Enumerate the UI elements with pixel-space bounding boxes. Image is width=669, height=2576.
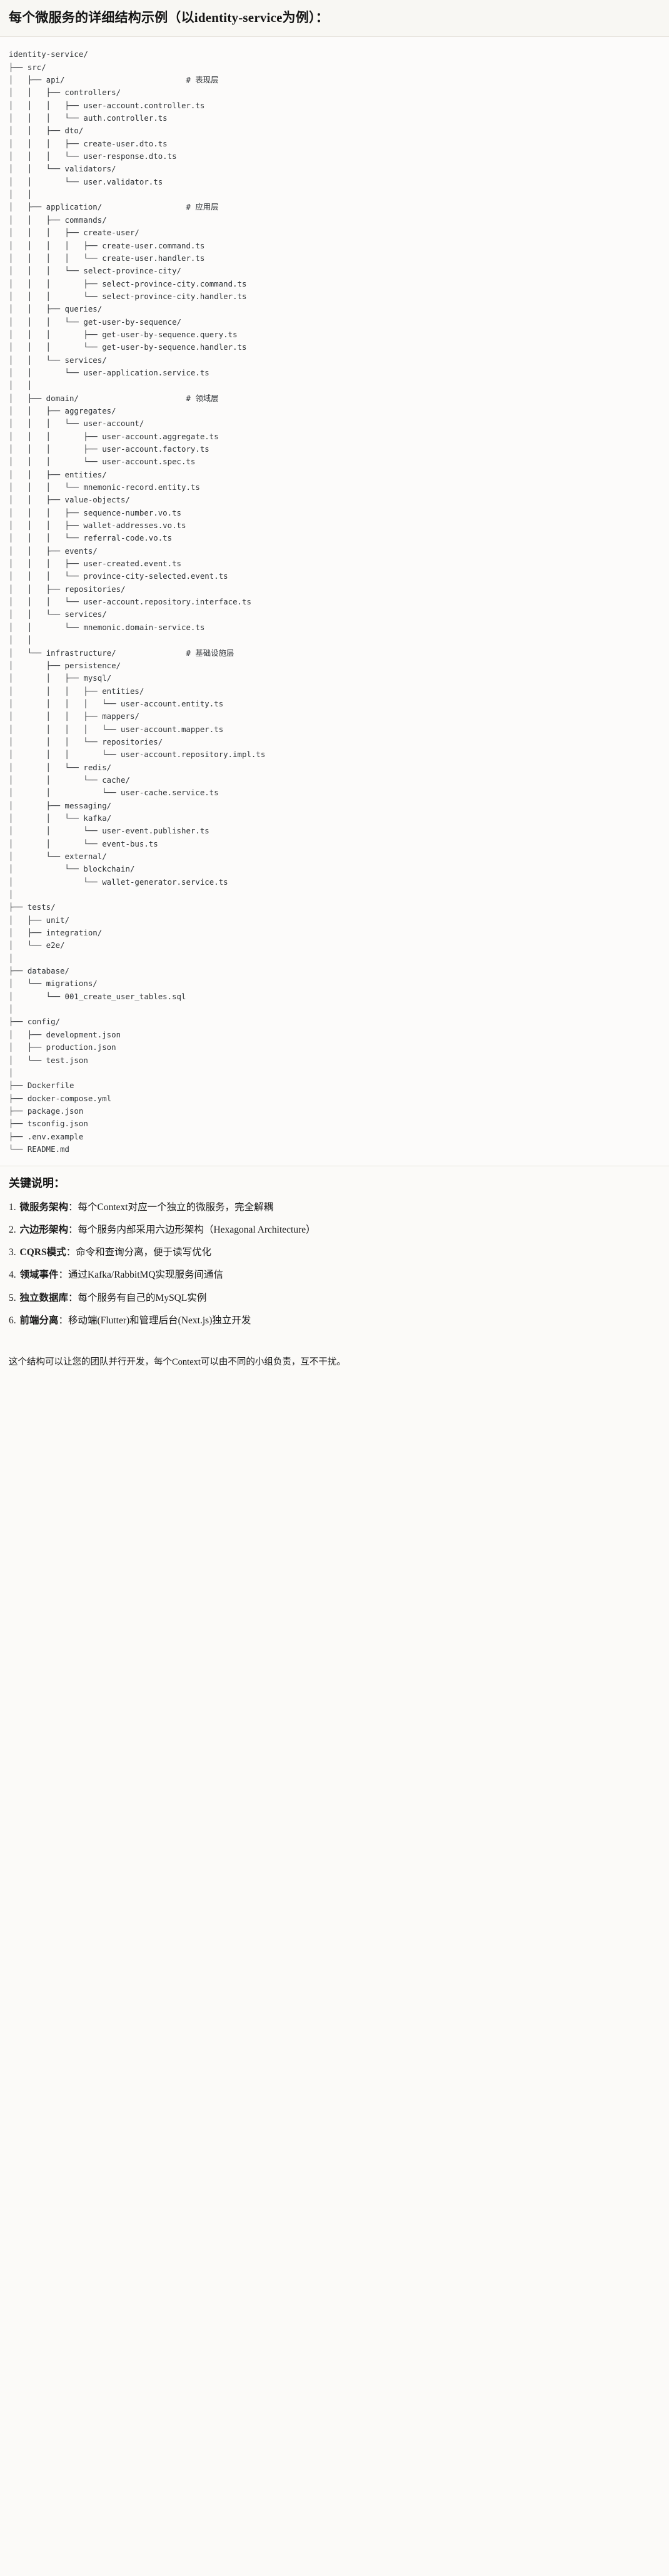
- note-term: 六边形架构: [19, 1224, 69, 1235]
- note-term: CQRS模式: [19, 1247, 66, 1258]
- document-header: 每个微服务的详细结构示例（以identity-service为例）：: [0, 0, 669, 38]
- note-number: 5.: [9, 1292, 16, 1303]
- note-description: 每个服务有自己的MySQL实例: [78, 1292, 207, 1303]
- note-description: 每个Context对应一个独立的微服务，完全解耦: [78, 1201, 274, 1213]
- note-number: 4.: [9, 1270, 16, 1281]
- key-notes-heading: 关键说明：: [9, 1177, 65, 1190]
- note-number: 2.: [9, 1224, 16, 1235]
- note-description: 通过Kafka/RabbitMQ实现服务间通信: [68, 1270, 224, 1281]
- list-item: 3. CQRS模式：命令和查询分离，便于读写优化: [9, 1245, 660, 1260]
- note-separator: ：: [58, 1270, 69, 1281]
- note-separator: ：: [68, 1201, 78, 1213]
- note-term: 前端分离: [19, 1315, 59, 1326]
- list-item: 4. 领域事件：通过Kafka/RabbitMQ实现服务间通信: [9, 1268, 660, 1282]
- note-description: 每个服务内部采用六边形架构（Hexagonal Architecture）: [78, 1224, 316, 1235]
- directory-tree-block: identity-service/ ├── src/ │ ├── api/ # …: [0, 37, 669, 1167]
- note-term: 领域事件: [19, 1270, 59, 1281]
- list-item: 1. 微服务架构：每个Context对应一个独立的微服务，完全解耦: [9, 1200, 660, 1214]
- note-description: 移动端(Flutter)和管理后台(Next.js)独立开发: [68, 1315, 251, 1326]
- note-separator: ：: [68, 1292, 78, 1303]
- note-number: 6.: [9, 1315, 16, 1326]
- note-description: 命令和查询分离，便于读写优化: [76, 1247, 212, 1258]
- page-title: 每个微服务的详细结构示例（以identity-service为例）：: [9, 10, 329, 25]
- note-separator: ：: [68, 1224, 78, 1235]
- key-notes-list: 1. 微服务架构：每个Context对应一个独立的微服务，完全解耦 2. 六边形…: [9, 1200, 660, 1328]
- note-term: 微服务架构: [19, 1201, 69, 1213]
- note-number: 1.: [9, 1201, 16, 1213]
- key-notes-section: 关键说明： 1. 微服务架构：每个Context对应一个独立的微服务，完全解耦 …: [0, 1166, 669, 1343]
- note-term: 独立数据库: [19, 1292, 69, 1303]
- note-number: 3.: [9, 1247, 16, 1258]
- note-separator: ：: [66, 1247, 76, 1258]
- list-item: 6. 前端分离：移动端(Flutter)和管理后台(Next.js)独立开发: [9, 1313, 660, 1328]
- closing-paragraph: 这个结构可以让您的团队并行开发，每个Context可以由不同的小组负责，互不干扰…: [0, 1351, 669, 1380]
- directory-tree: identity-service/ ├── src/ │ ├── api/ # …: [9, 49, 266, 1154]
- list-item: 5. 独立数据库：每个服务有自己的MySQL实例: [9, 1291, 660, 1305]
- list-item: 2. 六边形架构：每个服务内部采用六边形架构（Hexagonal Archite…: [9, 1223, 660, 1237]
- note-separator: ：: [58, 1315, 69, 1326]
